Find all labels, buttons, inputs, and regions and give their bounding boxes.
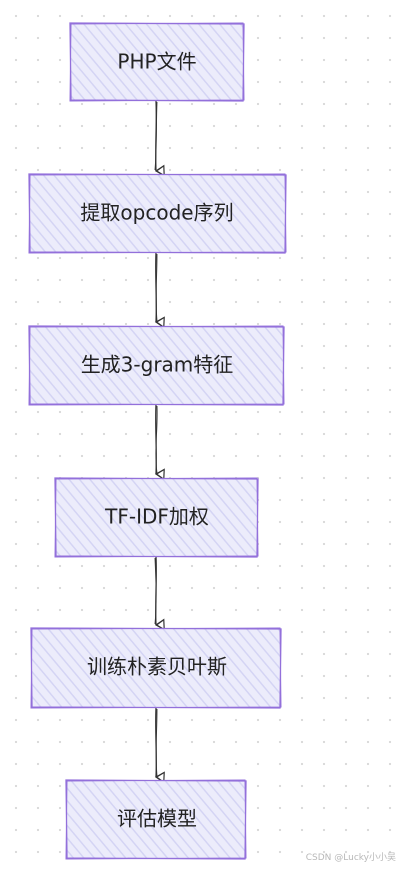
watermark: CSDN @Lucky小小吴 bbox=[305, 853, 396, 863]
connector-4 bbox=[154, 556, 156, 625]
flow-step-label: PHP文件 bbox=[117, 50, 196, 74]
flow-step-label: TF-IDF加权 bbox=[104, 505, 209, 529]
flow-step-3gram-features[interactable]: 生成3-gram特征 bbox=[28, 325, 285, 406]
connector-5 bbox=[156, 707, 157, 777]
flow-step-php-file[interactable]: PHP文件 bbox=[69, 22, 245, 102]
flow-step-extract-opcode[interactable]: 提取opcode序列 bbox=[28, 173, 287, 254]
flow-step-train-naive-bayes[interactable]: 训练朴素贝叶斯 bbox=[30, 627, 282, 709]
connector-1 bbox=[154, 100, 157, 171]
flow-step-label: 评估模型 bbox=[117, 807, 197, 831]
flow-step-label: 训练朴素贝叶斯 bbox=[87, 655, 227, 679]
connector-2 bbox=[156, 252, 157, 322]
flow-step-label: 提取opcode序列 bbox=[80, 201, 233, 225]
flow-step-tfidf-weighting[interactable]: TF-IDF加权 bbox=[54, 477, 259, 558]
flow-step-evaluate-model[interactable]: 评估模型 bbox=[65, 779, 247, 860]
connector-3 bbox=[156, 404, 157, 474]
flow-step-label: 生成3-gram特征 bbox=[81, 353, 234, 377]
